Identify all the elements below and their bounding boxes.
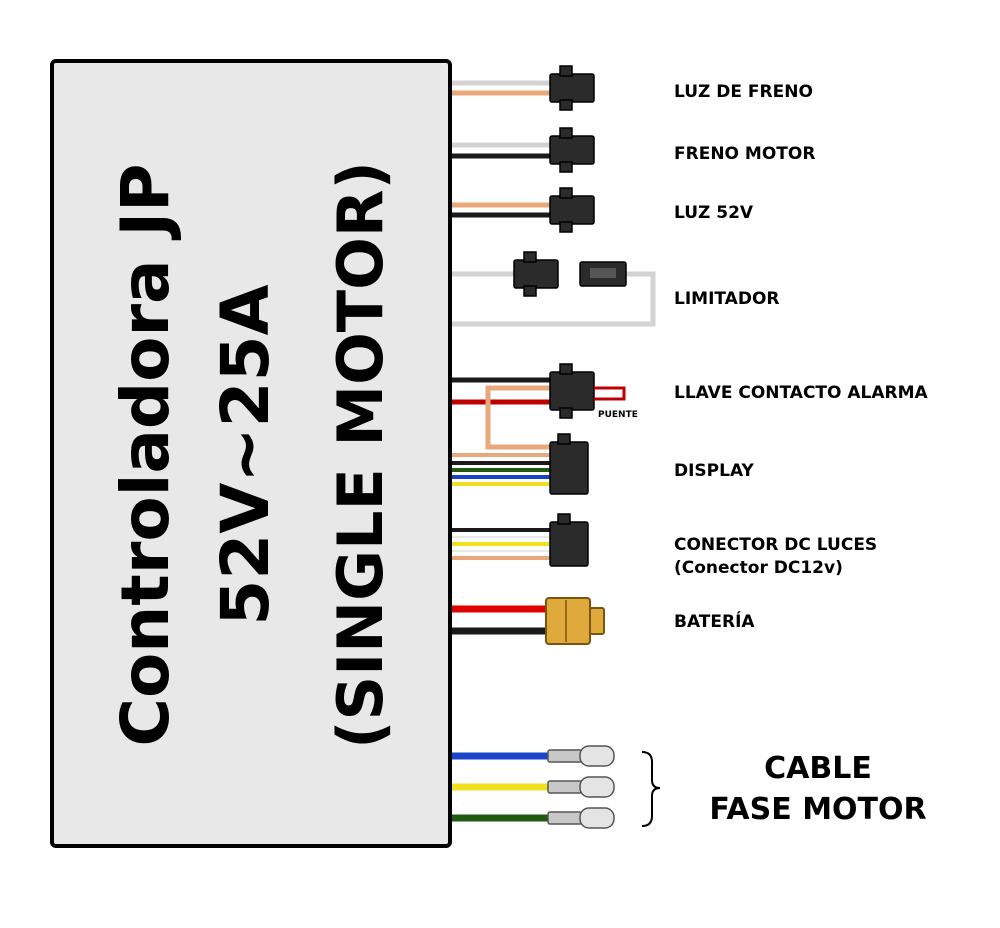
terminal-fase-1	[547, 745, 615, 767]
controller-title-line2: 52V~25A	[207, 284, 284, 625]
connector-freno-motor	[549, 127, 595, 173]
terminal-fase-2	[547, 776, 615, 798]
label-llave: LLAVE CONTACTO ALARMA	[674, 383, 929, 403]
label-dc-luces-sub: (Conector DC12v)	[674, 558, 843, 578]
connector-llave	[549, 363, 595, 419]
wire-group-luz-52v	[452, 187, 595, 233]
wire-group-bateria	[452, 597, 605, 645]
wire-group-freno-motor	[452, 127, 595, 173]
controller-title-line1: Controladora JP	[107, 164, 184, 747]
connector-display	[549, 433, 589, 495]
controller-box	[50, 59, 452, 848]
label-limitador: LIMITADOR	[674, 289, 780, 309]
wire-group-llave	[452, 363, 626, 450]
wire-group-fase	[452, 745, 661, 829]
connector-luz-freno	[549, 65, 595, 111]
connector-limitador-male	[513, 251, 559, 297]
controller-title-line3: (SINGLE MOTOR)	[324, 161, 397, 749]
wire-group-display	[452, 433, 589, 495]
label-fase-2: FASE MOTOR	[709, 792, 926, 827]
connector-limitador-female	[579, 261, 627, 287]
connector-xt60	[545, 597, 605, 645]
label-display: DISPLAY	[674, 461, 755, 481]
brace-fase	[641, 751, 661, 827]
label-fase-1: CABLE	[764, 751, 872, 786]
terminal-fase-3	[547, 807, 615, 829]
label-puente: PUENTE	[598, 410, 638, 420]
wire-group-luz-freno	[452, 65, 595, 111]
puente-jumper	[594, 386, 626, 401]
label-luz-52v: LUZ 52V	[674, 203, 754, 223]
wire-group-limitador	[452, 251, 656, 327]
wire-group-dc-luces	[452, 513, 589, 567]
label-luz-freno: LUZ DE FRENO	[674, 82, 813, 102]
connector-luz-52v	[549, 187, 595, 233]
controller-title: Controladora JP 52V~25A (SINGLE MOTOR)	[107, 161, 397, 749]
label-dc-luces: CONECTOR DC LUCES	[674, 535, 877, 555]
label-freno-motor: FRENO MOTOR	[674, 144, 815, 164]
label-bateria: BATERÍA	[674, 610, 755, 632]
connector-dc-luces	[549, 513, 589, 567]
